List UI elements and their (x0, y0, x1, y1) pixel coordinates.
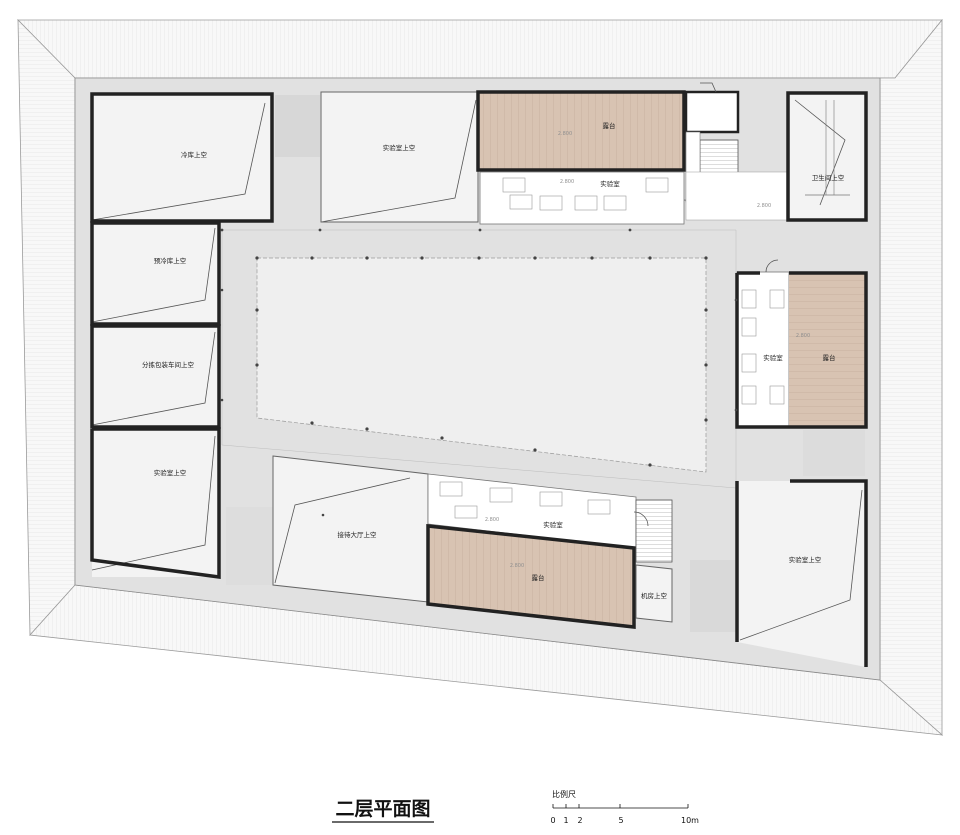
lab-east (736, 259, 790, 428)
room-lab-void-se (735, 479, 868, 667)
label-terrace-north: 露台 (603, 121, 616, 130)
label-sorting-void: 分拣包装车间上空 (142, 360, 195, 369)
label-lab-void-north: 实验室上空 (383, 143, 416, 152)
roof-slope (17, 18, 944, 736)
label-reception-void: 接待大厅上空 (338, 530, 378, 539)
label-toilet-void: 卫生间上空 (812, 173, 845, 182)
lab-north (479, 171, 685, 225)
scale-label: 比例尺 (552, 789, 576, 799)
label-lab-east: 实验室 (763, 353, 783, 362)
terrace-north (476, 90, 686, 172)
elevation-lab-north: 2.800 (560, 179, 574, 185)
void-zone (803, 430, 865, 476)
room-sorting-void (90, 324, 221, 429)
label-lab-north: 实验室 (600, 179, 620, 188)
label-lab-void-se: 实验室上空 (789, 555, 822, 564)
label-lab-south: 实验室 (543, 520, 563, 529)
room-lab-void-north (320, 91, 479, 223)
label-terrace-south: 露台 (532, 573, 545, 582)
label-machine-void: 机房上空 (641, 591, 668, 600)
terrace-south (426, 524, 636, 629)
void-zone (226, 507, 274, 585)
room-reception-void (272, 455, 429, 603)
stair-core-north (683, 82, 789, 221)
label-lab-void-west: 实验室上空 (154, 468, 187, 477)
scale-tick-10m: 10m (681, 816, 699, 825)
elevation-lab-south: 2.800 (485, 517, 499, 523)
elevation-corridor: 2.800 (757, 203, 771, 209)
elevation-terrace-east: 2.800 (796, 333, 810, 339)
terrace-east (735, 271, 868, 429)
scale-tick-1: 1 (563, 816, 568, 825)
room-cold-storage-void (90, 92, 274, 223)
room-toilet-void (786, 91, 868, 222)
label-terrace-east: 露台 (823, 353, 836, 362)
stair-south (633, 499, 673, 563)
scale-tick-0: 0 (550, 816, 555, 825)
room-precool-void (90, 221, 221, 326)
elevation-terrace-south: 2.800 (510, 563, 524, 569)
scale-tick-5: 5 (618, 816, 623, 825)
room-machine-void (635, 564, 673, 623)
structural-columns (220, 228, 738, 517)
void-zone (275, 95, 320, 157)
void-zone (690, 560, 737, 632)
elevation-terrace-north: 2.800 (558, 131, 572, 137)
room-lab-void-west (90, 427, 221, 579)
label-cold-storage-void: 冷库上空 (181, 150, 208, 159)
label-precool-void: 预冷库上空 (154, 256, 187, 265)
scale-bar: 比例尺 0 1 2 5 10m (550, 789, 699, 825)
scale-tick-2: 2 (577, 816, 582, 825)
drawing-title: 二层平面图 (335, 798, 430, 820)
